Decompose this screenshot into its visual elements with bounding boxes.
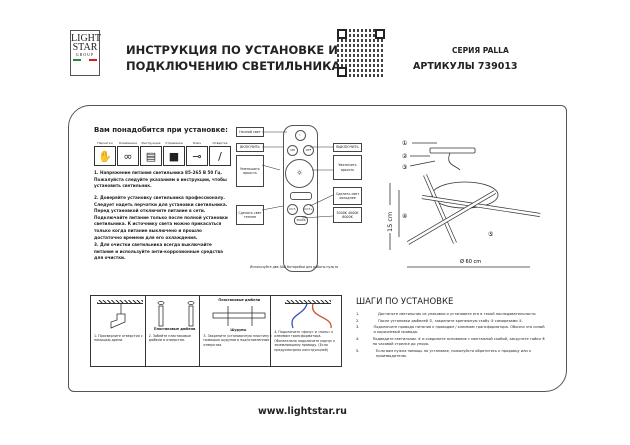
dowel-label: Пластиковые дюбели xyxy=(218,298,261,302)
callout-3: ③ xyxy=(402,164,407,171)
ladder-icon: ■ xyxy=(163,146,185,166)
dowel-label: Пластиковые дюбели xyxy=(153,327,196,331)
wires-icon xyxy=(291,304,332,329)
italy-flag-icon xyxy=(73,59,97,61)
label-warm: Сделать свет теплее xyxy=(236,205,264,225)
night-button: ☾ xyxy=(295,130,306,141)
logo-text: STAR xyxy=(72,42,98,53)
screws-label: Шурупы xyxy=(230,328,247,332)
step-text: Достаньте светильник из упаковки и устан… xyxy=(378,312,537,316)
tool-label: Стремянка xyxy=(165,141,183,145)
qr-corner xyxy=(337,29,347,39)
label-off: ВЫКЛЮЧИТЬ xyxy=(333,143,362,152)
step-number: 5. xyxy=(356,349,360,353)
tool-label: Инструкция xyxy=(141,141,161,145)
needs-title: Вам понадобится при установке: xyxy=(94,126,228,134)
note-paragraph: 1. Напряжение питания светильника 85-265… xyxy=(94,170,227,189)
step-number: 3. xyxy=(356,325,360,329)
tool-manual: Инструкция▤ xyxy=(140,141,162,166)
remote-control: ☾ ON OFF ☼ CCT- CCT+ 3000K xyxy=(283,125,318,272)
display-slot xyxy=(290,192,312,200)
step-text: 4. Подключите «фазу» и «ноль» к клеммам … xyxy=(274,330,336,352)
connectors-icon: ∞ xyxy=(117,146,139,166)
step-number: 1. xyxy=(356,312,360,316)
brightness-ring: ☼ xyxy=(285,159,314,188)
steps-title: ШАГИ ПО УСТАНОВКЕ xyxy=(356,297,454,307)
tool-label: Клеммники xyxy=(118,141,138,145)
install-steps-strip: 1. Просверлите отверстия с помощью дрели… xyxy=(90,295,342,367)
step-text: 2. Забейте пластиковые дюбели в отверсти… xyxy=(148,334,191,343)
install-step: Пластиковые дюбели Шурупы 3. Закрепите у… xyxy=(200,296,272,366)
qr-corner xyxy=(375,29,385,39)
remote-caption: Используйте две ААА батарейки для работы… xyxy=(250,265,339,269)
install-step: Пластиковые дюбели 2. Забейте пластиковы… xyxy=(146,296,201,366)
dowel-icon xyxy=(157,301,195,327)
mode-button: 3000K xyxy=(294,216,308,225)
install-step-item: 5. Если вам нужна помощь по установке, по… xyxy=(356,349,546,358)
tool-screwdriver: Отвертка/ xyxy=(209,141,231,166)
label-bright: Увеличить яркость xyxy=(333,155,362,180)
callout-4: ④ xyxy=(402,213,407,220)
label-night-light: Ночной свет xyxy=(236,127,264,137)
tool-wrench: Ключ⊸ xyxy=(186,141,208,166)
brand-logo: LIGHT STAR GROUP xyxy=(70,30,101,76)
step-text: Если вам нужна помощь по установке, пожа… xyxy=(375,349,532,358)
install-step: 1. Просверлите отверстия с помощью дрели… xyxy=(91,296,146,366)
step-text: 3. Закрепите установочную пластину с пом… xyxy=(203,334,272,347)
gloves-icon: ✋ xyxy=(94,146,116,166)
step-text: Подключите провода питания к проводам / … xyxy=(373,325,545,334)
tool-connectors: Клеммники∞ xyxy=(117,141,139,166)
diameter-dimension: Ø 60 cm xyxy=(460,258,481,265)
height-dimension: 15 cm xyxy=(386,212,394,232)
remote-leader-lines xyxy=(261,131,334,219)
title-line: ПОДКЛЮЧЕНИЮ СВЕТИЛЬНИКА xyxy=(126,59,341,73)
install-step-item: 4. Подведите светильник ④ и соедините осн… xyxy=(356,337,546,346)
tool-label: Перчатки xyxy=(97,141,113,145)
note-paragraph: 2. Доверяйте установку светильника профе… xyxy=(94,195,228,240)
label-modes: 3000K 4000K 6000K xyxy=(333,207,362,223)
qr-corner xyxy=(337,67,347,77)
step-text: Подведите светильник ④ и соедините основ… xyxy=(372,337,546,346)
article-number: АРТИКУЛЫ 739013 xyxy=(413,61,518,72)
logo-text: LIGHT xyxy=(71,33,101,44)
label-on: ВКЛЮЧИТЬ xyxy=(236,143,264,152)
step-number: 4. xyxy=(356,337,360,341)
title-line: ИНСТРУКЦИЯ ПО УСТАНОВКЕ И xyxy=(126,43,338,57)
mounting-plate-icon xyxy=(213,306,266,326)
label-cold: Сделать свет холоднее xyxy=(333,187,362,205)
step-text: После установки дюбелей ②, закрепите кре… xyxy=(378,319,524,323)
tool-label: Ключ xyxy=(192,141,202,145)
wrench-icon: ⊸ xyxy=(186,146,208,166)
tool-label: Отвертка xyxy=(212,141,228,145)
callout-2: ② xyxy=(402,153,408,160)
off-button: OFF xyxy=(303,145,314,156)
tool-ladder: Стремянка■ xyxy=(163,141,185,166)
logo-text: GROUP xyxy=(75,52,95,57)
screwdriver-icon: / xyxy=(209,146,231,166)
step-number: 2. xyxy=(356,319,360,323)
cct-plus-button: CCT+ xyxy=(303,204,314,215)
manual-icon: ▤ xyxy=(140,146,162,166)
instruction-panel xyxy=(68,105,567,392)
step-text: 1. Просверлите отверстия с помощью дрели… xyxy=(94,334,143,343)
tool-gloves: Перчатки✋ xyxy=(94,141,116,166)
cct-minus-button: CCT- xyxy=(287,204,298,215)
note-paragraph: 3. Для очистки светильника всегда выключ… xyxy=(94,242,223,261)
drill-icon xyxy=(110,304,126,329)
website-link[interactable]: www.lightstar.ru xyxy=(258,406,347,417)
ceiling-icon xyxy=(97,300,143,304)
install-step: 4. Подключите «фазу» и «ноль» к клеммам … xyxy=(271,296,341,366)
callout-5: ⑤ xyxy=(488,231,493,238)
install-step-item: 2. После установки дюбелей ②, закрепите к… xyxy=(356,319,546,324)
ceiling-icon xyxy=(285,300,332,304)
on-button: ON xyxy=(287,145,298,156)
page-title: ИНСТРУКЦИЯ ПО УСТАНОВКЕ И ПОДКЛЮЧЕНИЮ СВ… xyxy=(126,42,340,74)
install-step-item: 1. Достаньте светильник из упаковки и уст… xyxy=(356,312,546,317)
install-step-item: 3. Подключите провода питания к проводам … xyxy=(356,325,546,334)
series-label: СЕРИЯ PALLA xyxy=(452,46,509,55)
label-dim: Уменьшить яркость xyxy=(236,155,264,187)
callout-1: ① xyxy=(402,140,407,147)
fixture-diagram: 15 cm Ø 60 cm ① ② ③ ④ ⑤ xyxy=(386,140,541,268)
